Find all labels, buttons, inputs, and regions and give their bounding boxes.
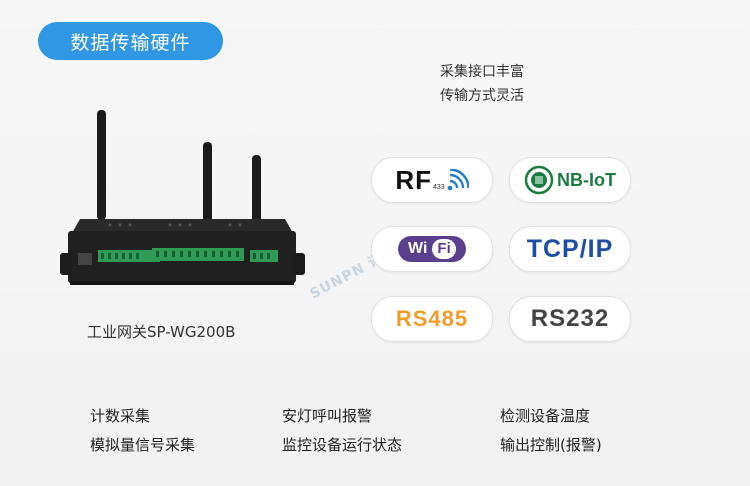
protocol-nbiot-badge: NB-IoT [509, 157, 631, 203]
protocol-rf-badge: RF 433 [371, 157, 493, 203]
feature-status-monitoring: 监控设备运行状态 [282, 436, 403, 454]
rf-label: RF [395, 164, 432, 195]
wifi-wi: Wi [408, 240, 428, 257]
rf-frequency: 433 [432, 183, 445, 191]
wireless-signal-icon [447, 169, 469, 191]
mount-ear-right [293, 253, 305, 275]
tagline: 采集接口丰富 传输方式灵活 [440, 60, 524, 108]
antenna-right [252, 155, 261, 223]
protocol-wifi-badge: Wi Fi [371, 226, 493, 272]
feature-output-control: 输出控制(报警) [500, 436, 602, 454]
wifi-logo: Wi Fi [398, 236, 466, 262]
tagline-line-2: 传输方式灵活 [440, 88, 524, 104]
rs485-label: RS485 [395, 306, 469, 331]
antenna-left [97, 110, 106, 220]
device-top [72, 219, 293, 233]
tcpip-label: TCP/IP [526, 234, 614, 263]
power-port [78, 253, 92, 265]
nbiot-label: NB-IoT [557, 169, 616, 190]
section-title: 数据传输硬件 [38, 22, 223, 60]
wifi-fi: Fi [432, 239, 456, 259]
antenna-middle [203, 142, 212, 222]
terminal-block-3 [250, 250, 278, 262]
mount-ear-left [60, 253, 72, 275]
feature-analog-acquisition: 模拟量信号采集 [90, 436, 196, 454]
nbiot-globe-icon [524, 165, 554, 195]
feature-temperature-detection: 检测设备温度 [500, 407, 591, 425]
tagline-line-1: 采集接口丰富 [440, 64, 524, 80]
gateway-model-label: 工业网关SP-WG200B [87, 323, 236, 341]
protocol-rs485-badge: RS485 [371, 296, 493, 342]
feature-andon-alarm: 安灯呼叫报警 [282, 407, 373, 425]
gateway-device-image [60, 110, 305, 285]
protocol-tcpip-badge: TCP/IP [509, 226, 631, 272]
protocol-rs232-badge: RS232 [509, 296, 631, 342]
rs232-label: RS232 [530, 305, 610, 332]
feature-counting: 计数采集 [90, 407, 151, 425]
